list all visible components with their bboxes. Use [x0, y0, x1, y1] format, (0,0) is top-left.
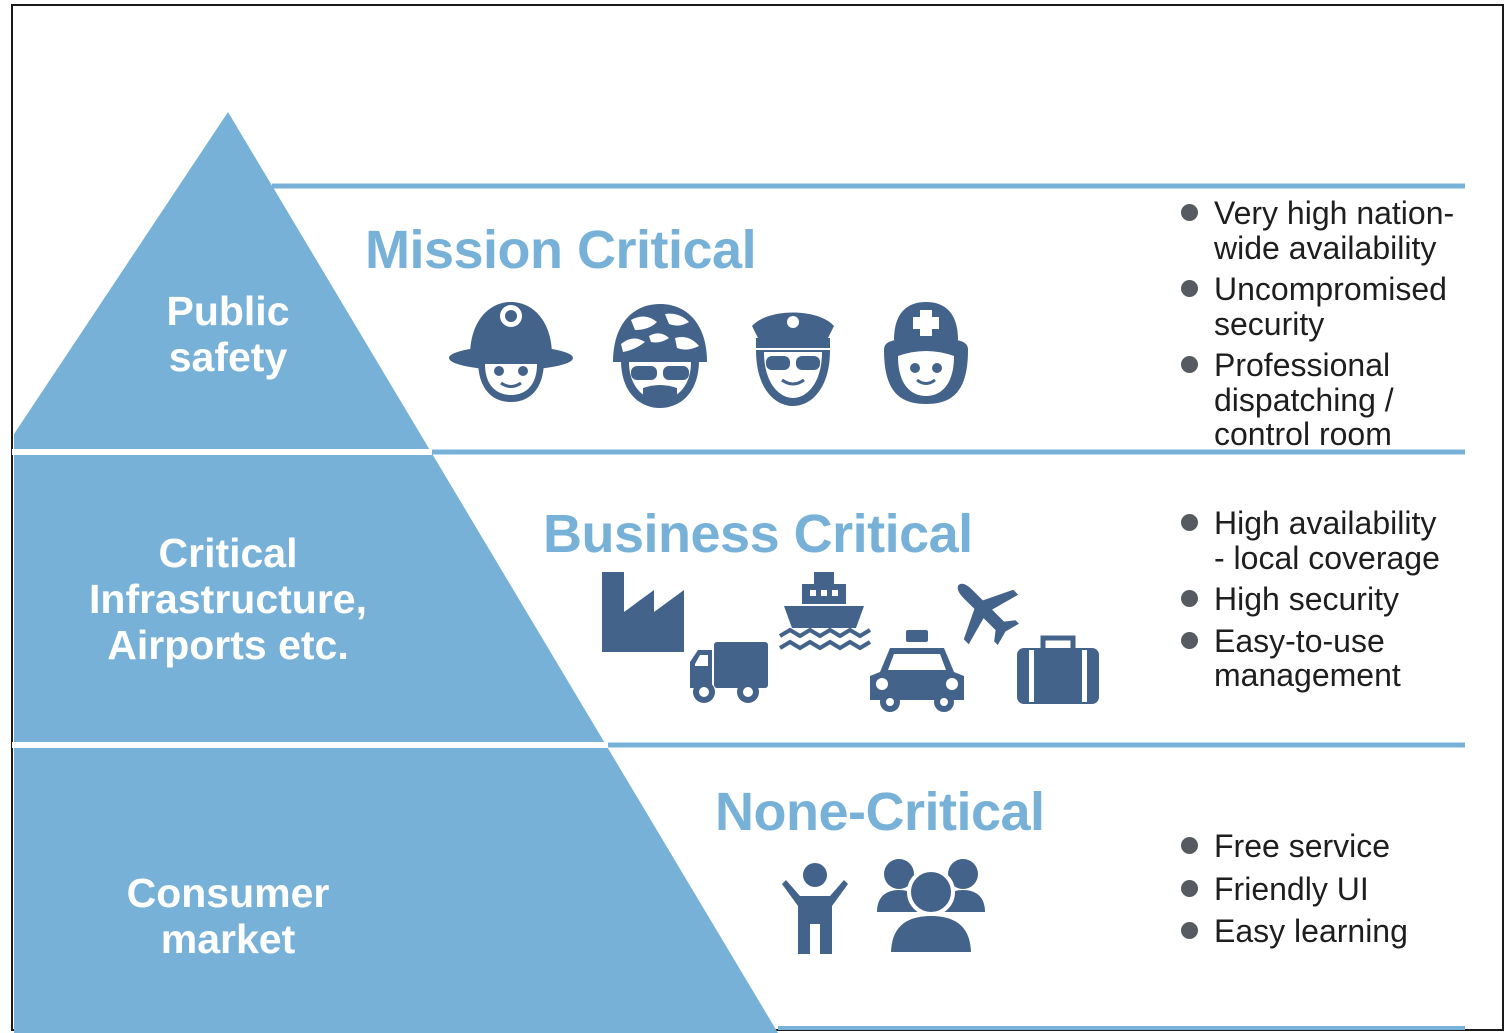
- bullet-item: Uncompromised security: [1181, 272, 1481, 341]
- ship-icon: [778, 572, 872, 651]
- tier-label-public-safety: Public safety: [166, 288, 290, 380]
- tier-label-consumer-market: Consumer market: [126, 870, 330, 962]
- nurse-icon: [884, 302, 968, 404]
- tier-label-critical-infrastructure: Critical Infrastructure, Airports etc.: [89, 530, 367, 668]
- tier-title-mission-critical: Mission Critical: [365, 220, 757, 280]
- tier-title-business-critical: Business Critical: [543, 504, 973, 564]
- bullet-item: High availability - local coverage: [1181, 506, 1481, 575]
- bullet-item: Easy learning: [1181, 914, 1481, 949]
- pyramid-shape: [14, 112, 778, 1033]
- tier-title-none-critical: None-Critical: [715, 782, 1045, 842]
- bullet-list-none-critical: Free service Friendly UI Easy learning: [1181, 829, 1481, 949]
- bullet-list-mission-critical: Very high nation- wide availability Unco…: [1181, 196, 1481, 452]
- truck-icon: [690, 642, 768, 703]
- bullet-list-business-critical: High availability - local coverage High …: [1181, 506, 1481, 693]
- person-icon: [782, 863, 848, 954]
- firefighter-icon: [449, 302, 573, 402]
- taxi-icon: [870, 630, 964, 712]
- group-icon: [877, 859, 985, 956]
- soldier-icon: [613, 304, 707, 408]
- bullet-item: Free service: [1181, 829, 1481, 864]
- airplane-icon: [957, 583, 1019, 645]
- suitcase-icon: [1017, 635, 1099, 704]
- police-officer-icon: [752, 312, 834, 406]
- factory-icon: [602, 572, 684, 652]
- bullet-item: Easy-to-use management: [1181, 623, 1481, 693]
- bullet-item: Very high nation- wide availability: [1181, 196, 1481, 265]
- bullet-item: Professional dispatching / control room: [1181, 348, 1481, 452]
- bullet-item: High security: [1181, 582, 1481, 617]
- bullet-item: Friendly UI: [1181, 871, 1481, 907]
